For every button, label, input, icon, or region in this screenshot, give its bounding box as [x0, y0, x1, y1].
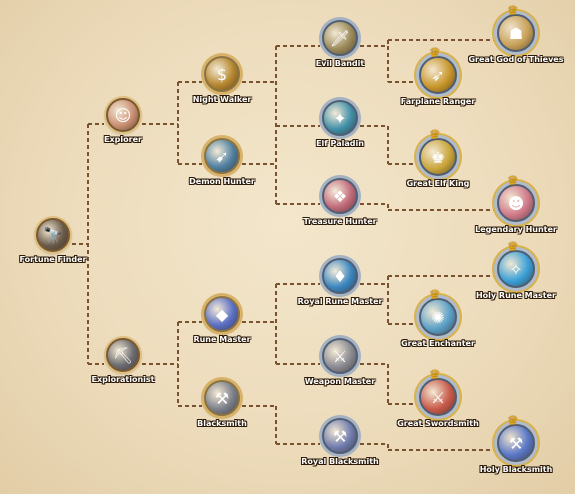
node-label: Royal Rune Master [297, 297, 383, 306]
node-demon-hunter[interactable]: ➹ Demon Hunter [174, 138, 270, 186]
enchanter-staff-icon: ✺ [419, 298, 457, 336]
dagger-icon: 🗡 [322, 20, 358, 56]
node-blacksmith[interactable]: ⚒ Blacksmith [174, 380, 270, 428]
node-label: Farplane Ranger [400, 97, 476, 106]
rune-crystal-icon: ◆ [204, 296, 240, 332]
node-fortune-finder[interactable]: 🔭 Fortune Finder [5, 218, 101, 264]
node-label: Great Swordsmith [397, 419, 479, 428]
node-label: Treasure Hunter [303, 217, 377, 226]
node-label: Rune Master [193, 335, 251, 344]
node-label: Holy Rune Master [475, 291, 556, 300]
treasure-map-icon: ❖ [322, 178, 358, 214]
holy-rune-icon: ✧ [497, 250, 535, 288]
node-elf-paladin[interactable]: ✦ Elf Paladin [292, 100, 388, 148]
crown-icon: ♛ [507, 414, 519, 429]
crown-icon: ♛ [507, 174, 519, 189]
gold-coins-icon: $ [204, 56, 240, 92]
node-great-god-of-thieves[interactable]: ♛ ☗ Great God of Thieves [468, 4, 564, 64]
node-great-elf-king[interactable]: ♛ ♚ Great Elf King [390, 128, 486, 188]
node-label: Great Elf King [406, 179, 470, 188]
node-label: Royal Blacksmith [301, 457, 379, 466]
pickaxe-icon: ⛏ [106, 338, 140, 372]
node-legendary-hunter[interactable]: ♛ ☻ Legendary Hunter [468, 174, 564, 234]
hunter-portrait-icon: ☻ [497, 184, 535, 222]
explorer-face-icon: ☺ [106, 98, 140, 132]
crown-icon: ♛ [507, 4, 519, 19]
node-label: Fortune Finder [19, 255, 87, 264]
crown-icon: ♛ [429, 288, 441, 303]
node-holy-rune-master[interactable]: ♛ ✧ Holy Rune Master [468, 240, 564, 300]
node-night-walker[interactable]: $ Night Walker [174, 56, 270, 104]
elf-king-icon: ♚ [419, 138, 457, 176]
node-label: Explorer [104, 135, 142, 144]
golden-bow-icon: ➶ [419, 56, 457, 94]
node-explorationist[interactable]: ⛏ Explorationist [75, 338, 171, 384]
cat-thief-icon: ☗ [497, 14, 535, 52]
node-evil-bandit[interactable]: 🗡 Evil Bandit [292, 20, 388, 68]
node-great-swordsmith[interactable]: ♛ ⚔ Great Swordsmith [390, 368, 486, 428]
royal-hammer-icon: ⚒ [322, 418, 358, 454]
node-label: Explorationist [91, 375, 155, 384]
crown-icon: ♛ [429, 128, 441, 143]
anvil-icon: ⚒ [204, 380, 240, 416]
node-label: Holy Blacksmith [479, 465, 553, 474]
node-label: Weapon Master [304, 377, 376, 386]
royal-rune-icon: ♦ [322, 258, 358, 294]
node-label: Great Enchanter [401, 339, 475, 348]
node-farplane-ranger[interactable]: ♛ ➶ Farplane Ranger [390, 46, 486, 106]
node-label: Night Walker [192, 95, 252, 104]
node-great-enchanter[interactable]: ♛ ✺ Great Enchanter [390, 288, 486, 348]
node-weapon-master[interactable]: ⚔ Weapon Master [292, 338, 388, 386]
node-label: Evil Bandit [315, 59, 365, 68]
crossbow-icon: ➹ [204, 138, 240, 174]
holy-hammer-icon: ⚒ [497, 424, 535, 462]
spyglass-icon: 🔭 [36, 218, 70, 252]
node-holy-blacksmith[interactable]: ♛ ⚒ Holy Blacksmith [468, 414, 564, 474]
node-treasure-hunter[interactable]: ❖ Treasure Hunter [292, 178, 388, 226]
node-label: Demon Hunter [189, 177, 255, 186]
node-label: Legendary Hunter [475, 225, 557, 234]
crown-icon: ♛ [429, 46, 441, 61]
node-label: Elf Paladin [316, 139, 364, 148]
node-royal-rune-master[interactable]: ♦ Royal Rune Master [292, 258, 388, 306]
node-rune-master[interactable]: ◆ Rune Master [174, 296, 270, 344]
crossed-weapons-icon: ⚔ [322, 338, 358, 374]
elf-crest-icon: ✦ [322, 100, 358, 136]
crown-icon: ♛ [429, 368, 441, 383]
node-label: Blacksmith [197, 419, 247, 428]
node-explorer[interactable]: ☺ Explorer [75, 98, 171, 144]
node-royal-blacksmith[interactable]: ⚒ Royal Blacksmith [292, 418, 388, 466]
node-label: Great God of Thieves [468, 55, 564, 64]
crown-icon: ♛ [507, 240, 519, 255]
greatsword-icon: ⚔ [419, 378, 457, 416]
